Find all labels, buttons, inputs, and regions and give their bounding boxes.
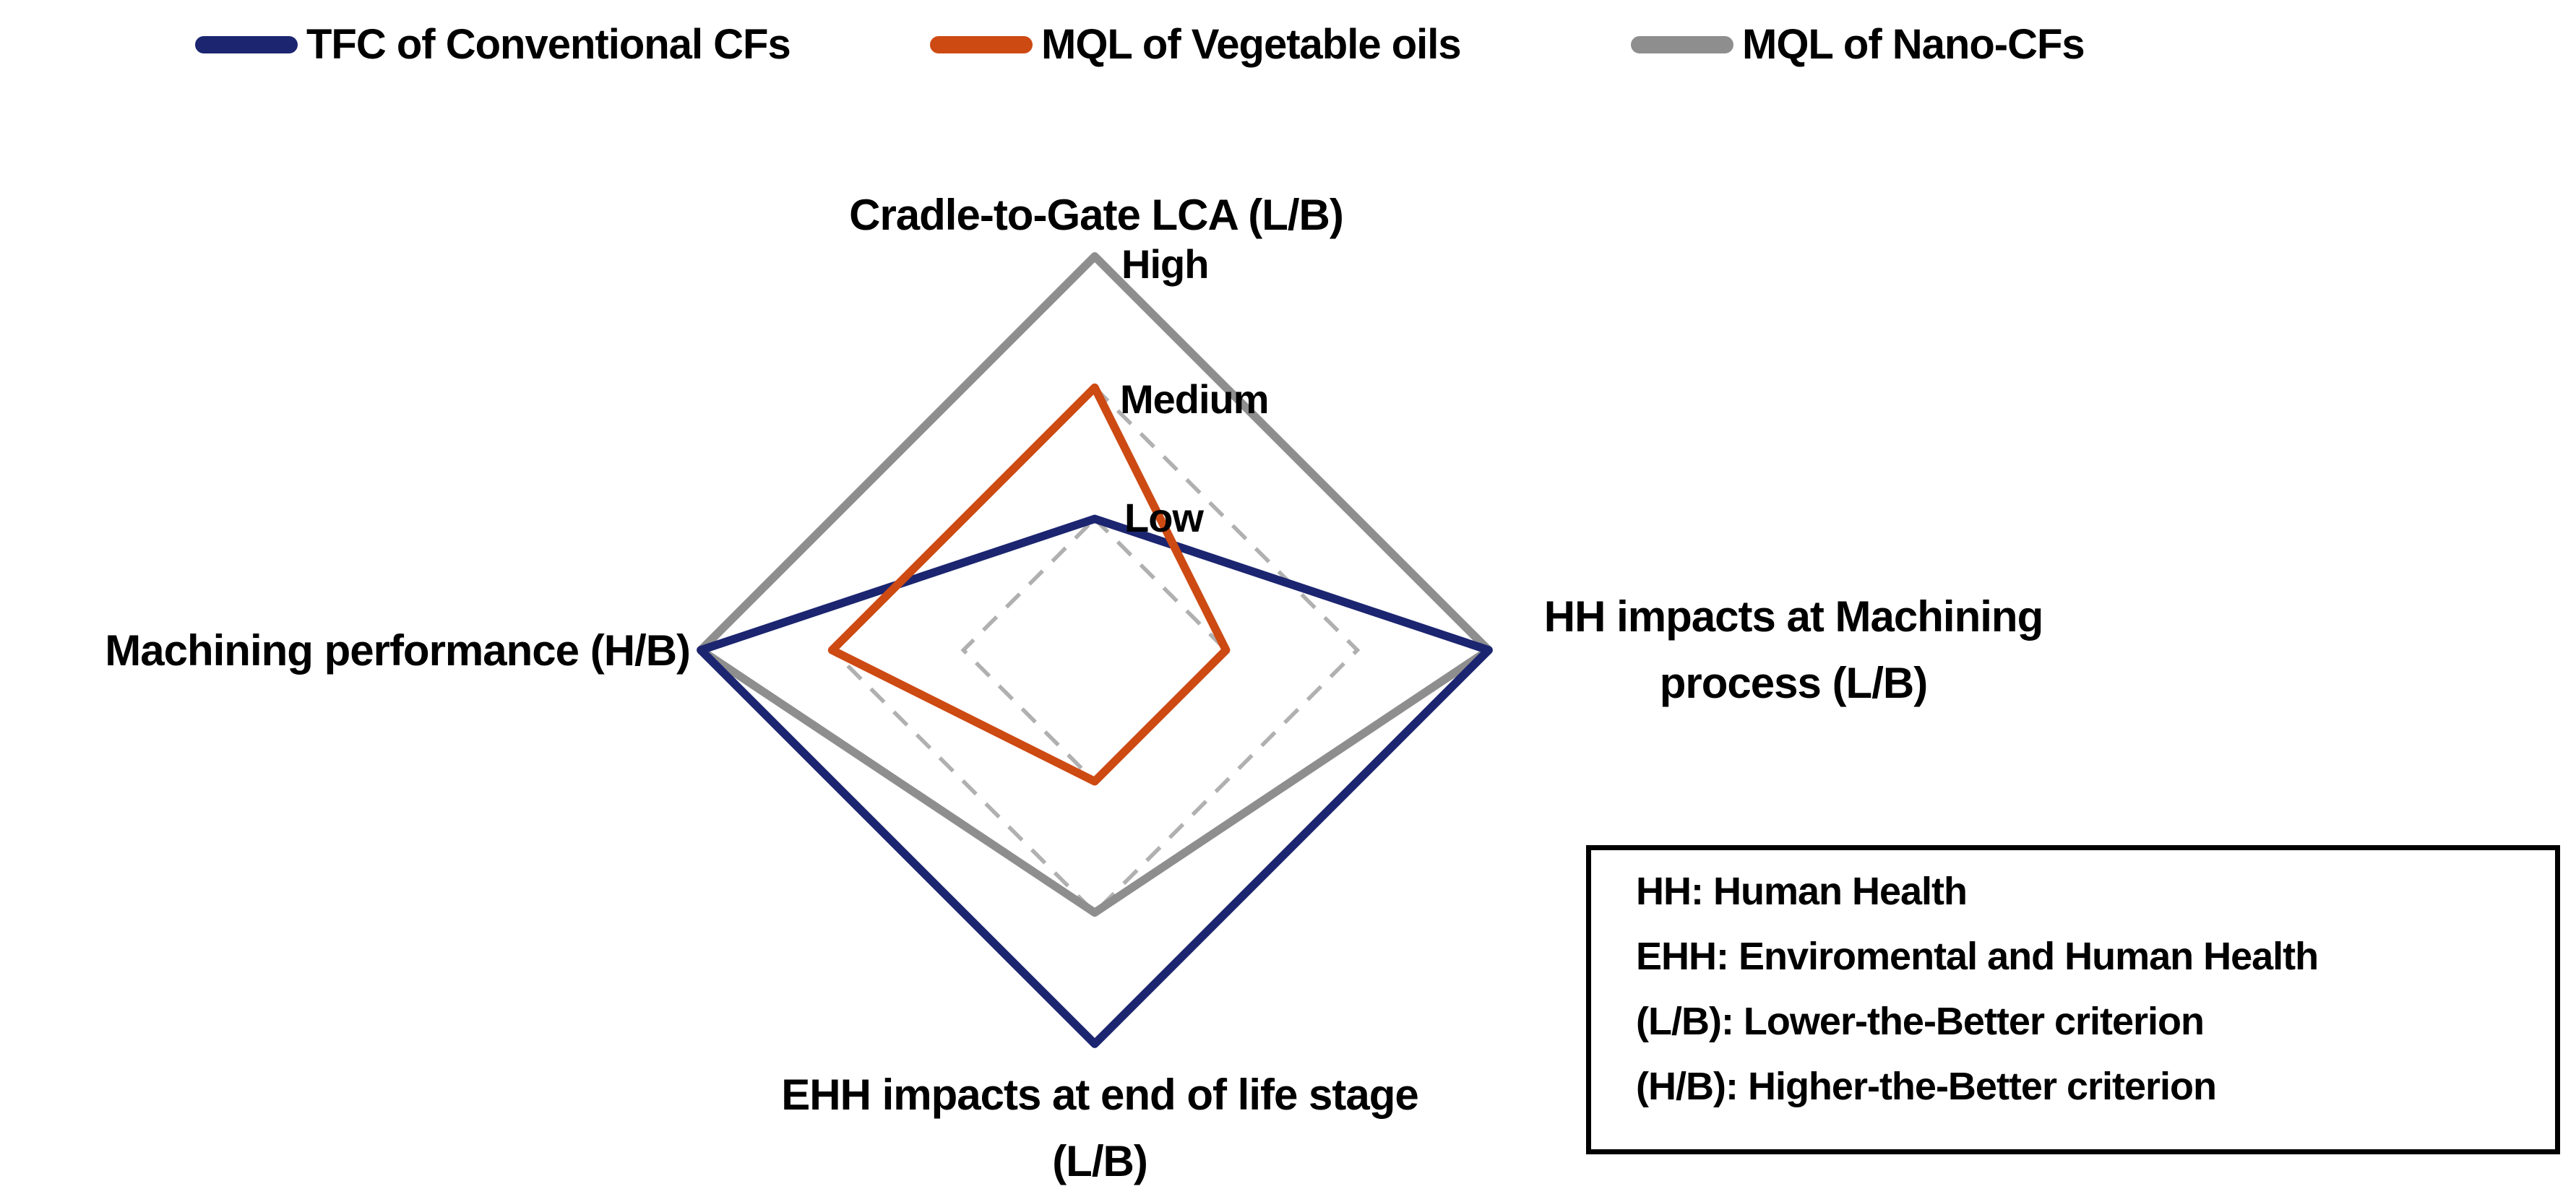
scale-label-high: High — [1121, 241, 1209, 287]
legend-line-swatch-navy — [195, 35, 298, 53]
legend-label: MQL of Nano-CFs — [1742, 21, 2085, 68]
legend-line-swatch-orange — [930, 35, 1033, 53]
axis-label-ehh-impacts: EHH impacts at end of life stage (L/B) — [738, 1062, 1461, 1195]
scale-label-medium: Medium — [1120, 376, 1270, 422]
axis-label-hh-impacts-line2: process (L/B) — [1659, 659, 1928, 707]
abbreviation-note-box: HH: Human Health EHH: Enviromental and H… — [1586, 845, 2560, 1154]
note-line-hh: HH: Human Health — [1636, 870, 1968, 913]
axis-label-hh-impacts-line1: HH impacts at Machining — [1543, 592, 2043, 641]
axis-label-ehh-impacts-line2: (L/B) — [1052, 1137, 1148, 1185]
legend-item-conventional-cfs: TFC of Conventional CFs — [195, 20, 791, 69]
legend-item-nano-cfs: MQL of Nano-CFs — [1631, 20, 2085, 69]
note-line-lb: (L/B): Lower-the-Better criterion — [1636, 1000, 2205, 1043]
series-line-conventional-cfs — [697, 514, 1493, 1048]
note-line-ehh: EHH: Enviromental and Human Health — [1636, 935, 2319, 978]
grid-ring-medium — [829, 384, 1361, 916]
legend-line-swatch-gray — [1631, 35, 1733, 53]
series-line-vegetable-oils — [827, 383, 1231, 786]
legend-item-vegetable-oils: MQL of Vegetable oils — [930, 20, 1462, 69]
axis-label-ehh-impacts-line1: EHH impacts at end of life stage — [781, 1071, 1419, 1119]
legend-label: TFC of Conventional CFs — [306, 21, 791, 68]
grid-ring-low — [960, 516, 1229, 784]
axis-label-cradle-to-gate: Cradle-to-Gate LCA (L/B) — [849, 191, 1344, 239]
axis-label-machining-performance: Machining performance (H/B) — [105, 626, 691, 675]
scale-label-low: Low — [1124, 495, 1204, 540]
legend-label: MQL of Vegetable oils — [1041, 21, 1462, 68]
axis-label-hh-impacts: HH impacts at Machining process (L/B) — [1504, 584, 2082, 717]
note-line-hb: (H/B): Higher-the-Better criterion — [1636, 1065, 2217, 1108]
series-line-nano-cfs — [697, 252, 1493, 917]
